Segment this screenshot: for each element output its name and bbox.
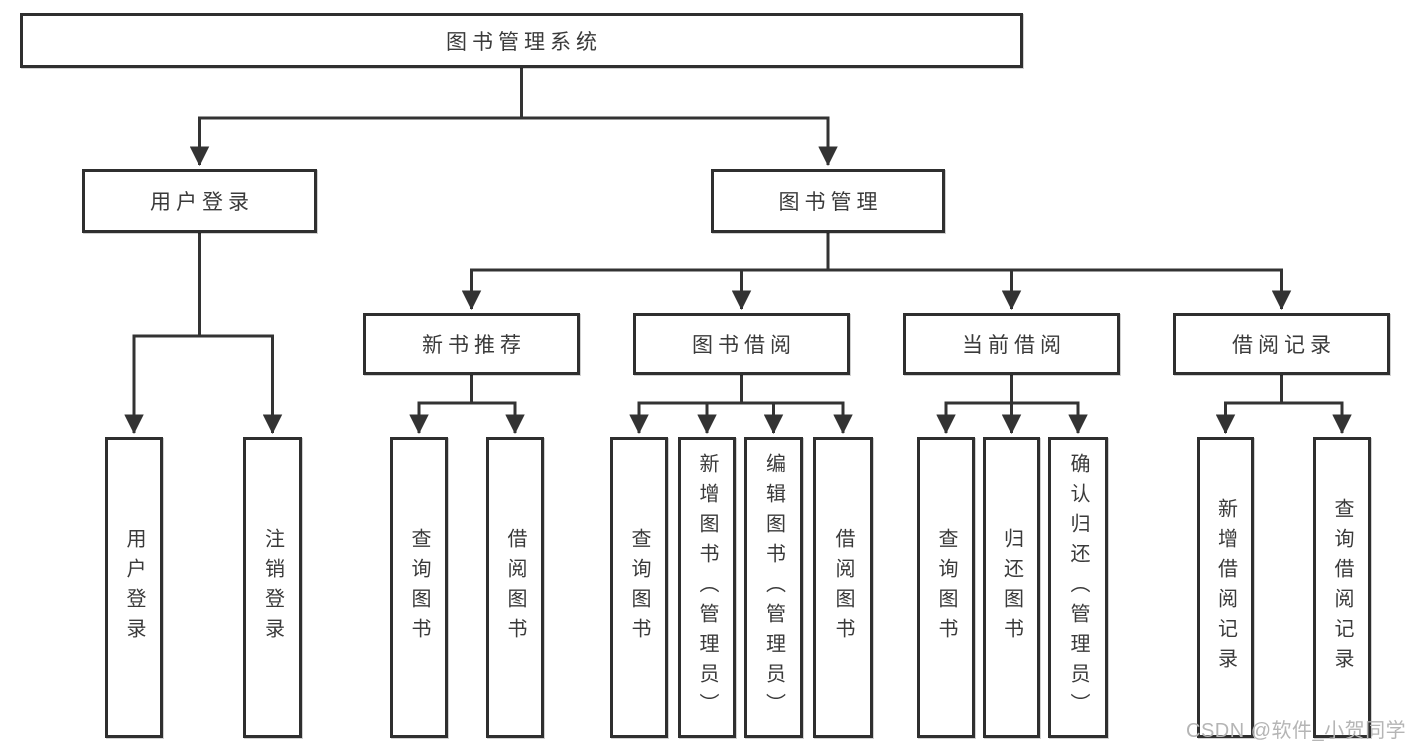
connector-edges [124, 66, 1352, 434]
node-book-management-label: 图书管理 [778, 191, 883, 214]
leaf-user-login: 用户登录 [105, 437, 163, 738]
leaf-return-book: 归还图书 [983, 437, 1040, 738]
leaf-add-book-admin: 新增图书（管理员） [678, 437, 736, 738]
node-borrow-records-label: 借阅记录 [1232, 334, 1336, 357]
leaf-confirm-return-admin: 确认归还（管理员） [1048, 437, 1108, 738]
leaf-query-books-borrow-label: 查询图书 [628, 527, 650, 648]
leaf-query-books-recommend-label: 查询图书 [408, 527, 430, 648]
leaf-confirm-return-admin-label: 确认归还（管理员） [1067, 452, 1089, 723]
leaf-logout: 注销登录 [243, 437, 302, 738]
leaf-return-book-label: 归还图书 [1000, 527, 1023, 648]
node-book-management: 图书管理 [711, 169, 945, 233]
leaf-query-borrow-record: 查询借阅记录 [1313, 437, 1371, 738]
leaf-add-borrow-record-label: 新增借阅记录 [1214, 497, 1237, 678]
leaf-query-books-borrow: 查询图书 [610, 437, 668, 738]
node-book-borrow: 图书借阅 [633, 313, 850, 375]
leaf-borrow-books-borrow-label: 借阅图书 [832, 527, 854, 648]
leaf-query-borrow-record-label: 查询借阅记录 [1331, 497, 1353, 678]
node-user-login: 用户登录 [82, 169, 317, 233]
leaf-borrow-books-recommend-label: 借阅图书 [504, 527, 526, 648]
leaf-borrow-books-recommend: 借阅图书 [486, 437, 544, 738]
node-root-label: 图书管理系统 [446, 30, 602, 54]
node-book-borrow-label: 图书借阅 [692, 334, 796, 357]
leaf-logout-label: 注销登录 [261, 527, 284, 648]
node-borrow-records: 借阅记录 [1173, 313, 1390, 375]
leaf-add-borrow-record: 新增借阅记录 [1197, 437, 1254, 738]
leaf-query-books-current-label: 查询图书 [935, 527, 957, 648]
node-new-book-recommend-label: 新书推荐 [422, 334, 526, 357]
node-new-book-recommend: 新书推荐 [363, 313, 580, 375]
node-current-borrow: 当前借阅 [903, 313, 1120, 375]
leaf-query-books-recommend: 查询图书 [390, 437, 448, 738]
leaf-borrow-books-borrow: 借阅图书 [813, 437, 873, 738]
leaf-query-books-current: 查询图书 [917, 437, 975, 738]
leaf-edit-book-admin: 编辑图书（管理员） [744, 437, 803, 738]
leaf-edit-book-admin-label: 编辑图书（管理员） [762, 452, 785, 723]
node-current-borrow-label: 当前借阅 [962, 334, 1066, 357]
watermark-text: CSDN @软件_小贺同学 [1186, 720, 1405, 742]
leaf-user-login-label: 用户登录 [123, 527, 145, 648]
leaf-add-book-admin-label: 新增图书（管理员） [696, 452, 718, 723]
node-user-login-label: 用户登录 [150, 191, 254, 214]
node-root: 图书管理系统 [20, 13, 1023, 68]
